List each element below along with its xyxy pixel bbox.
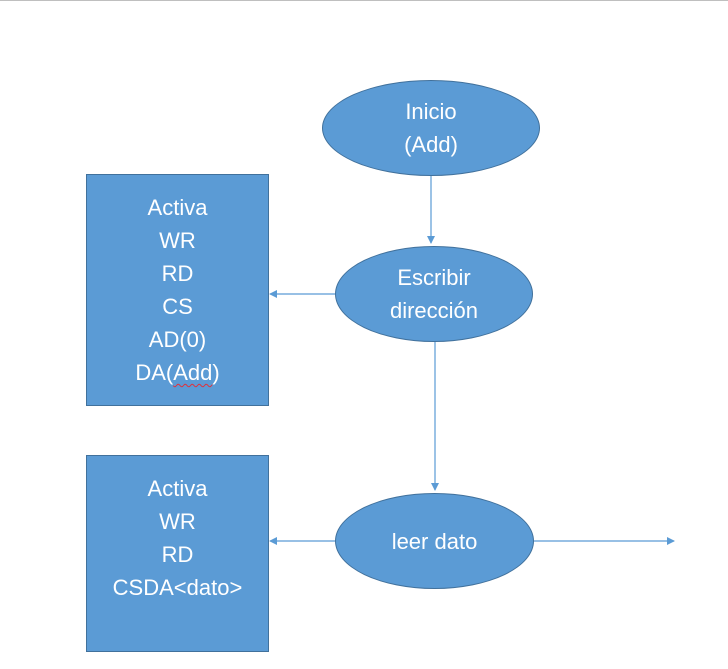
box1-line-4: CS — [162, 294, 193, 319]
box1-line-2: WR — [159, 228, 196, 253]
node-escribir-direccion: Escribir dirección — [335, 246, 533, 342]
node-escribir-line-1: Escribir — [397, 265, 471, 290]
box1-line-5: AD(0) — [148, 327, 207, 352]
node-inicio: Inicio (Add) — [322, 80, 540, 176]
box1-line-6-prefix: DA( — [135, 360, 174, 385]
node-leer-dato: leer dato — [335, 493, 534, 589]
box2-line-2: WR — [159, 509, 196, 534]
node-leer-line-1: leer dato — [391, 528, 478, 554]
box-activa-2: Activa WR RD CSDA<dato> — [86, 455, 269, 652]
box2-line-3: RD — [161, 542, 194, 567]
box1-line-3: RD — [161, 261, 194, 286]
box2-line-4: CSDA<dato> — [112, 575, 243, 600]
box1-line-1: Activa — [147, 195, 208, 220]
top-border — [0, 0, 728, 1]
node-inicio-line-1: Inicio — [405, 99, 457, 124]
node-escribir-line-2: dirección — [389, 298, 479, 323]
box2-line-1: Activa — [147, 476, 208, 501]
box-activa-1: Activa WR RD CS AD(0) DA(Add) — [86, 174, 269, 406]
box1-line-6: DA(Add) — [135, 356, 219, 389]
box1-line-6-suffix: ) — [212, 360, 220, 385]
box1-line-6-word: Add — [173, 360, 213, 385]
node-inicio-line-2: (Add) — [404, 132, 458, 157]
